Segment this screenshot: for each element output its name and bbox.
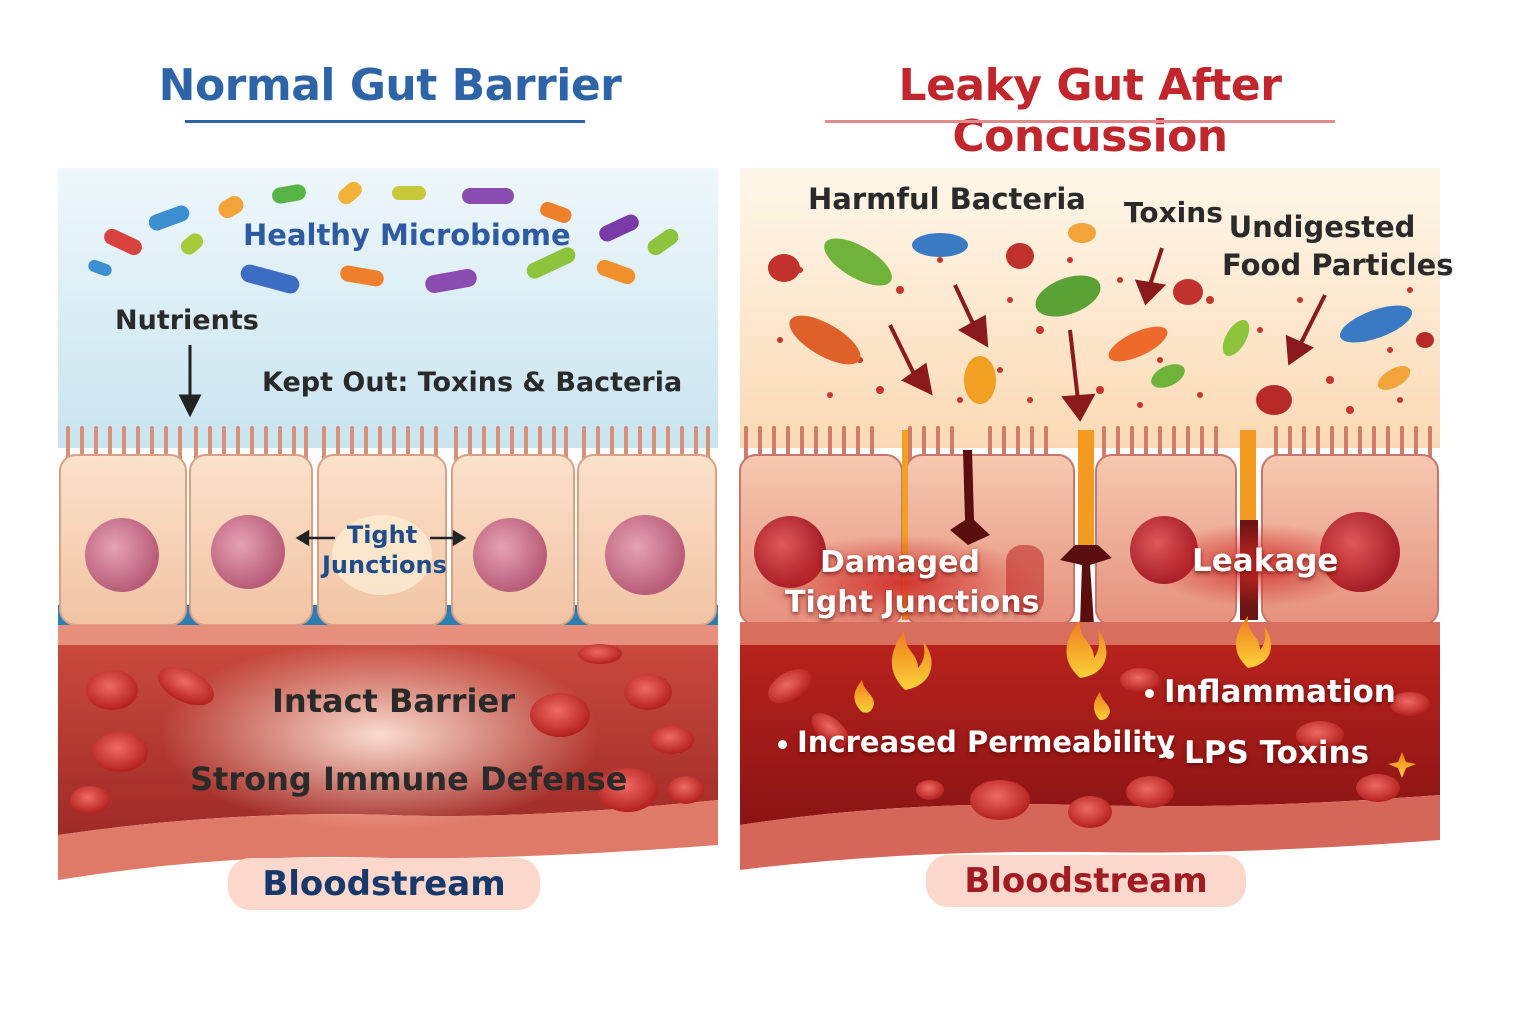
right-blood-vessel: [740, 616, 1440, 870]
right-panel-title: Leaky Gut After Concussion: [898, 60, 1282, 162]
bullet-icon: [778, 739, 787, 749]
immune-defense-label: Strong Immune Defense: [190, 760, 628, 798]
damaged-junctions-label: Damaged Tight Junctions: [785, 543, 1040, 623]
bullet-icon: [1165, 750, 1174, 759]
nutrients-arrow: [178, 345, 202, 418]
permeability-item: Increased Permeability: [778, 725, 1175, 759]
harmful-bacteria-label: Harmful Bacteria: [808, 182, 1086, 216]
left-epithelial-cells: [58, 426, 718, 626]
left-blood-vessel: [58, 625, 718, 880]
right-panel-scene: [739, 168, 1440, 870]
right-bloodstream-label: Bloodstream: [926, 855, 1246, 907]
tight-junctions-line1: Tight: [346, 521, 418, 549]
lps-label: LPS Toxins: [1184, 735, 1370, 771]
permeability-label: Increased Permeability: [797, 725, 1175, 759]
toxin-droplet: [964, 356, 996, 404]
left-red-blood-cells: [70, 644, 704, 814]
inflammation-flames: [854, 616, 1416, 778]
left-panel-scene: [58, 168, 718, 880]
right-bacteria-group: [768, 223, 1434, 415]
leakage-label: Leakage: [1192, 543, 1339, 579]
left-panel-title: Normal Gut Barrier: [158, 60, 622, 111]
undigested-line1: Undigested: [1228, 210, 1416, 244]
intact-barrier-label: Intact Barrier: [272, 682, 515, 720]
tight-junctions-label: Tight Junctions: [322, 520, 447, 580]
right-entry-arrows: [888, 247, 1327, 422]
inflammation-label: Inflammation: [1164, 674, 1396, 710]
right-epithelial-cells: [739, 426, 1439, 631]
healthy-microbiome-label: Healthy Microbiome: [243, 218, 571, 252]
undigested-food-label: Undigested Food Particles: [1222, 208, 1454, 284]
undigested-line2: Food Particles: [1222, 248, 1454, 282]
damaged-line1: Damaged: [820, 545, 980, 580]
left-title-underline: [185, 120, 585, 123]
toxins-label: Toxins: [1124, 196, 1223, 229]
left-nucleus-4: [605, 515, 685, 595]
nutrients-label: Nutrients: [115, 305, 259, 336]
left-nucleus-2: [211, 515, 285, 589]
left-bloodstream-label: Bloodstream: [228, 858, 540, 910]
left-nucleus-3: [473, 518, 547, 592]
bullet-icon: [1145, 689, 1154, 698]
lps-item: LPS Toxins: [1165, 735, 1369, 771]
damaged-line2: Tight Junctions: [785, 585, 1040, 620]
right-red-blood-cells: [768, 668, 1430, 828]
left-nucleus-1: [85, 518, 159, 592]
tight-junctions-line2: Junctions: [322, 551, 447, 579]
kept-out-label: Kept Out: Toxins & Bacteria: [262, 367, 683, 398]
inflammation-item: Inflammation: [1145, 674, 1396, 710]
left-bacteria-group: [88, 181, 679, 294]
right-title-underline: [825, 120, 1335, 123]
tight-junction-arrows: [295, 529, 467, 547]
